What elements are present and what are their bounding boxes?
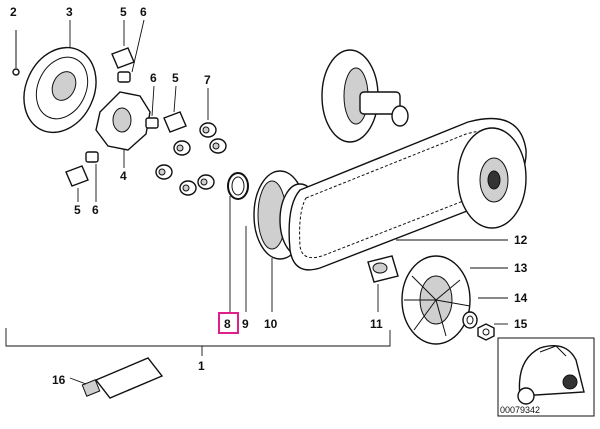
part-7-rollers[interactable] xyxy=(155,88,227,196)
callout-5-top[interactable]: 5 xyxy=(120,5,127,19)
part-6-guide-bottom[interactable] xyxy=(85,151,99,202)
callout-1[interactable]: 1 xyxy=(198,359,205,373)
part-14-washer[interactable] xyxy=(462,297,508,329)
part-15-nut[interactable] xyxy=(477,323,508,341)
callout-13[interactable]: 13 xyxy=(514,261,528,275)
part-2-screw[interactable] xyxy=(12,30,20,76)
callout-15[interactable]: 15 xyxy=(514,317,528,331)
part-6-guide-middle[interactable] xyxy=(145,85,159,129)
roller xyxy=(173,140,191,156)
callout-11[interactable]: 11 xyxy=(370,317,383,331)
scooter-icon xyxy=(517,345,585,405)
group-bracket-1 xyxy=(5,328,391,356)
callout-6-bottom[interactable]: 6 xyxy=(92,203,99,217)
callout-6-middle[interactable]: 6 xyxy=(150,71,157,85)
callout-4[interactable]: 4 xyxy=(120,169,127,183)
part-5-slider-top[interactable] xyxy=(111,20,135,69)
rear-pulley-assembly xyxy=(321,49,527,229)
roller xyxy=(209,138,227,154)
callout-12[interactable]: 12 xyxy=(514,233,528,247)
callout-3[interactable]: 3 xyxy=(66,5,73,19)
part-5-slider-middle[interactable] xyxy=(163,85,187,133)
part-8-ring[interactable] xyxy=(227,172,249,312)
part-6-guide-top[interactable] xyxy=(117,19,145,83)
part-16-grease-tube[interactable] xyxy=(69,357,164,399)
roller xyxy=(179,180,197,196)
callout-16[interactable]: 16 xyxy=(52,373,66,387)
part-4-ramp-plate[interactable] xyxy=(95,91,151,168)
vehicle-inset: 00079342 xyxy=(497,337,595,417)
callout-8[interactable]: 8 xyxy=(224,317,231,331)
callout-6-top[interactable]: 6 xyxy=(140,5,147,19)
callout-5-middle[interactable]: 5 xyxy=(172,71,179,85)
callout-14[interactable]: 14 xyxy=(514,291,528,305)
highlight-box xyxy=(218,312,239,334)
roller xyxy=(155,164,173,180)
inset-code: 00079342 xyxy=(500,405,540,415)
callout-7[interactable]: 7 xyxy=(204,73,211,87)
roller xyxy=(199,122,217,138)
callout-5-bottom[interactable]: 5 xyxy=(74,203,81,217)
callout-2[interactable]: 2 xyxy=(10,5,17,19)
callout-9[interactable]: 9 xyxy=(242,317,249,331)
part-13-fan-pulley[interactable] xyxy=(401,255,508,345)
part-5-slider-bottom[interactable] xyxy=(65,165,89,202)
roller xyxy=(197,174,215,190)
part-3-cover-plate[interactable] xyxy=(11,20,110,144)
callout-10[interactable]: 10 xyxy=(264,317,278,331)
part-11-sleeve[interactable] xyxy=(367,255,399,312)
